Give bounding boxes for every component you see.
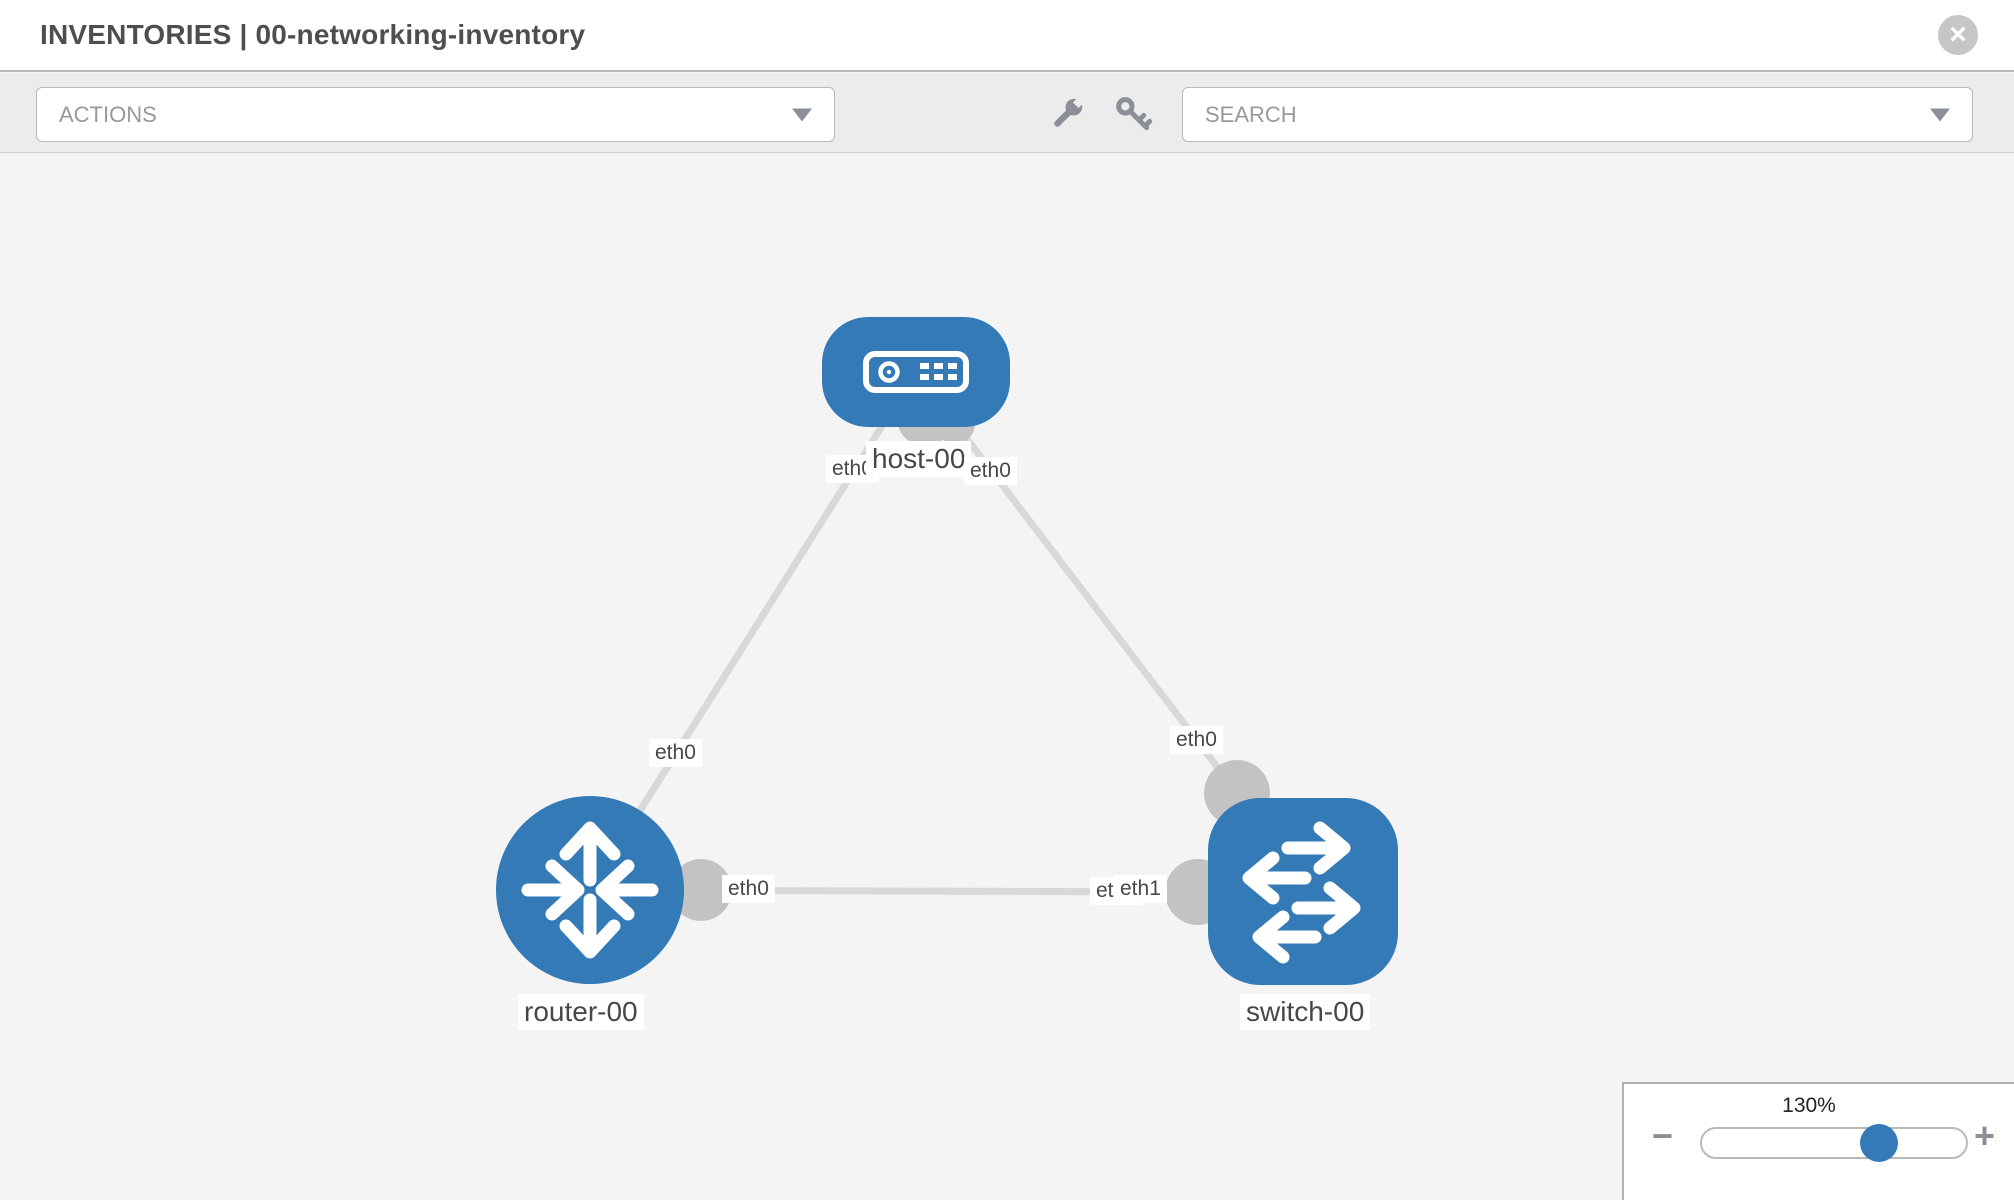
switch-icon	[1242, 821, 1361, 964]
zoom-out-button[interactable]: −	[1652, 1115, 1674, 1156]
key-icon	[1116, 97, 1153, 131]
topology-canvas[interactable]	[0, 154, 2014, 1200]
host-icon	[863, 351, 969, 393]
toolbar: ACTIONS	[0, 74, 2014, 153]
node-router-00[interactable]	[496, 796, 684, 984]
interface-label-chip: eth0	[1170, 726, 1223, 755]
router-icon	[521, 821, 659, 959]
node-label-router: router-00	[518, 994, 644, 1031]
interface-label-chip: eth1	[1114, 875, 1167, 904]
node-switch-00[interactable]	[1208, 798, 1398, 985]
close-icon: ×	[1949, 18, 1967, 51]
node-host-00[interactable]	[822, 317, 1010, 427]
zoom-in-button[interactable]: +	[1974, 1115, 1996, 1156]
chevron-down-icon	[792, 108, 812, 121]
page-title: INVENTORIES | 00-networking-inventory	[40, 19, 586, 50]
chevron-down-icon	[1930, 108, 1950, 121]
tools-button[interactable]	[1041, 88, 1093, 140]
interface-label-chip: eth0	[964, 457, 1017, 486]
actions-dropdown-label: ACTIONS	[59, 101, 157, 127]
interface-connector[interactable]	[670, 859, 732, 921]
zoom-slider-thumb[interactable]	[1859, 1124, 1898, 1162]
zoom-percent-label: 130%	[1782, 1094, 1836, 1117]
credentials-button[interactable]	[1107, 88, 1159, 140]
interface-label-chip: eth0	[722, 875, 775, 904]
actions-dropdown[interactable]: ACTIONS	[36, 87, 835, 142]
close-button[interactable]: ×	[1938, 15, 1978, 55]
zoom-slider-track[interactable]	[1700, 1124, 1968, 1162]
zoom-panel: 130% − +	[1622, 1082, 2014, 1200]
node-label-host: host-00	[866, 441, 972, 478]
topology-svg	[496, 317, 1398, 985]
search-box	[1182, 87, 1973, 142]
breadcrumb-header: INVENTORIES | 00-networking-inventory ×	[0, 0, 2014, 72]
wrench-icon	[1054, 97, 1084, 127]
node-label-switch: switch-00	[1240, 994, 1371, 1031]
interface-label-chip: eth0	[649, 739, 702, 768]
search-input[interactable]	[1183, 88, 1972, 141]
